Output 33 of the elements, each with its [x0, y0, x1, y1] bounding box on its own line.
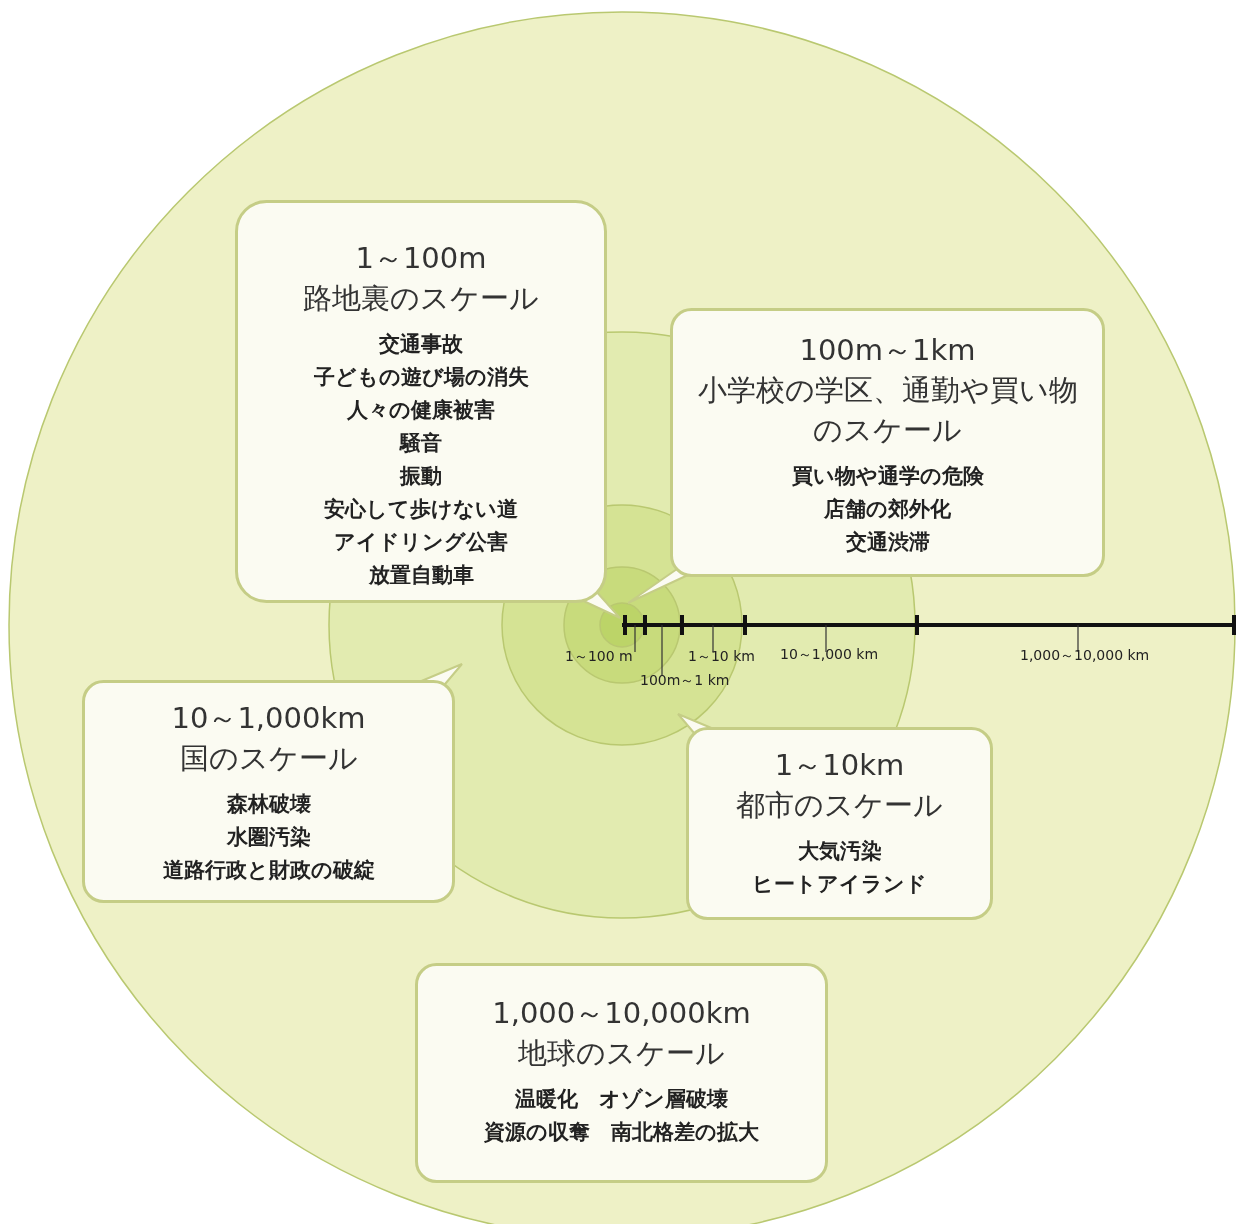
- issue-text: 森林破壊: [226, 791, 311, 818]
- issue-text: 大気汚染: [797, 838, 882, 865]
- scale-title: 都市のスケール: [736, 787, 943, 824]
- issue-text: 温暖化 オゾン層破壊: [515, 1086, 728, 1113]
- issue-text: 資源の収奪 南北格差の拡大: [484, 1119, 759, 1146]
- scale-label: 1～100 m: [565, 648, 633, 666]
- issue-text: 振動: [400, 463, 442, 490]
- issue-text: 交通事故: [379, 331, 463, 358]
- range-heading: 10～1,000km: [171, 700, 366, 737]
- issue-text: 騒音: [400, 430, 442, 457]
- scale-title: 国のスケール: [179, 740, 358, 777]
- range-heading: 1～100m: [355, 240, 487, 277]
- issue-text: アイドリング公害: [334, 529, 508, 556]
- scale-label: 1～10 km: [688, 648, 755, 666]
- issue-text: 買い物や通学の危険: [791, 463, 984, 490]
- range-heading: 100m～1km: [799, 332, 976, 369]
- range-heading: 1～10km: [774, 747, 905, 784]
- scale-label: 100m～1 km: [640, 672, 730, 690]
- issue-text: ヒートアイランド: [752, 871, 927, 898]
- scale-label: 1,000～10,000 km: [1020, 647, 1150, 665]
- scale-label: 10～1,000 km: [780, 646, 879, 664]
- issue-text: 人々の健康被害: [347, 397, 495, 424]
- range-heading: 1,000～10,000km: [492, 995, 751, 1032]
- issue-text: 放置自動車: [368, 562, 474, 589]
- issue-text: 安心して歩けない道: [324, 496, 518, 523]
- scale-title: 地球のスケール: [518, 1035, 725, 1072]
- issue-text: 店舗の郊外化: [824, 496, 951, 523]
- issue-text: 子どもの遊び場の消失: [313, 364, 529, 391]
- scale-title: 小学校の学区、通勤や買い物のスケール: [696, 372, 1079, 449]
- scale-title: 路地裏のスケール: [303, 280, 539, 317]
- issue-text: 交通渋滞: [845, 529, 930, 556]
- issue-text: 水圏汚染: [226, 824, 311, 851]
- issue-text: 道路行政と財政の破綻: [162, 857, 375, 884]
